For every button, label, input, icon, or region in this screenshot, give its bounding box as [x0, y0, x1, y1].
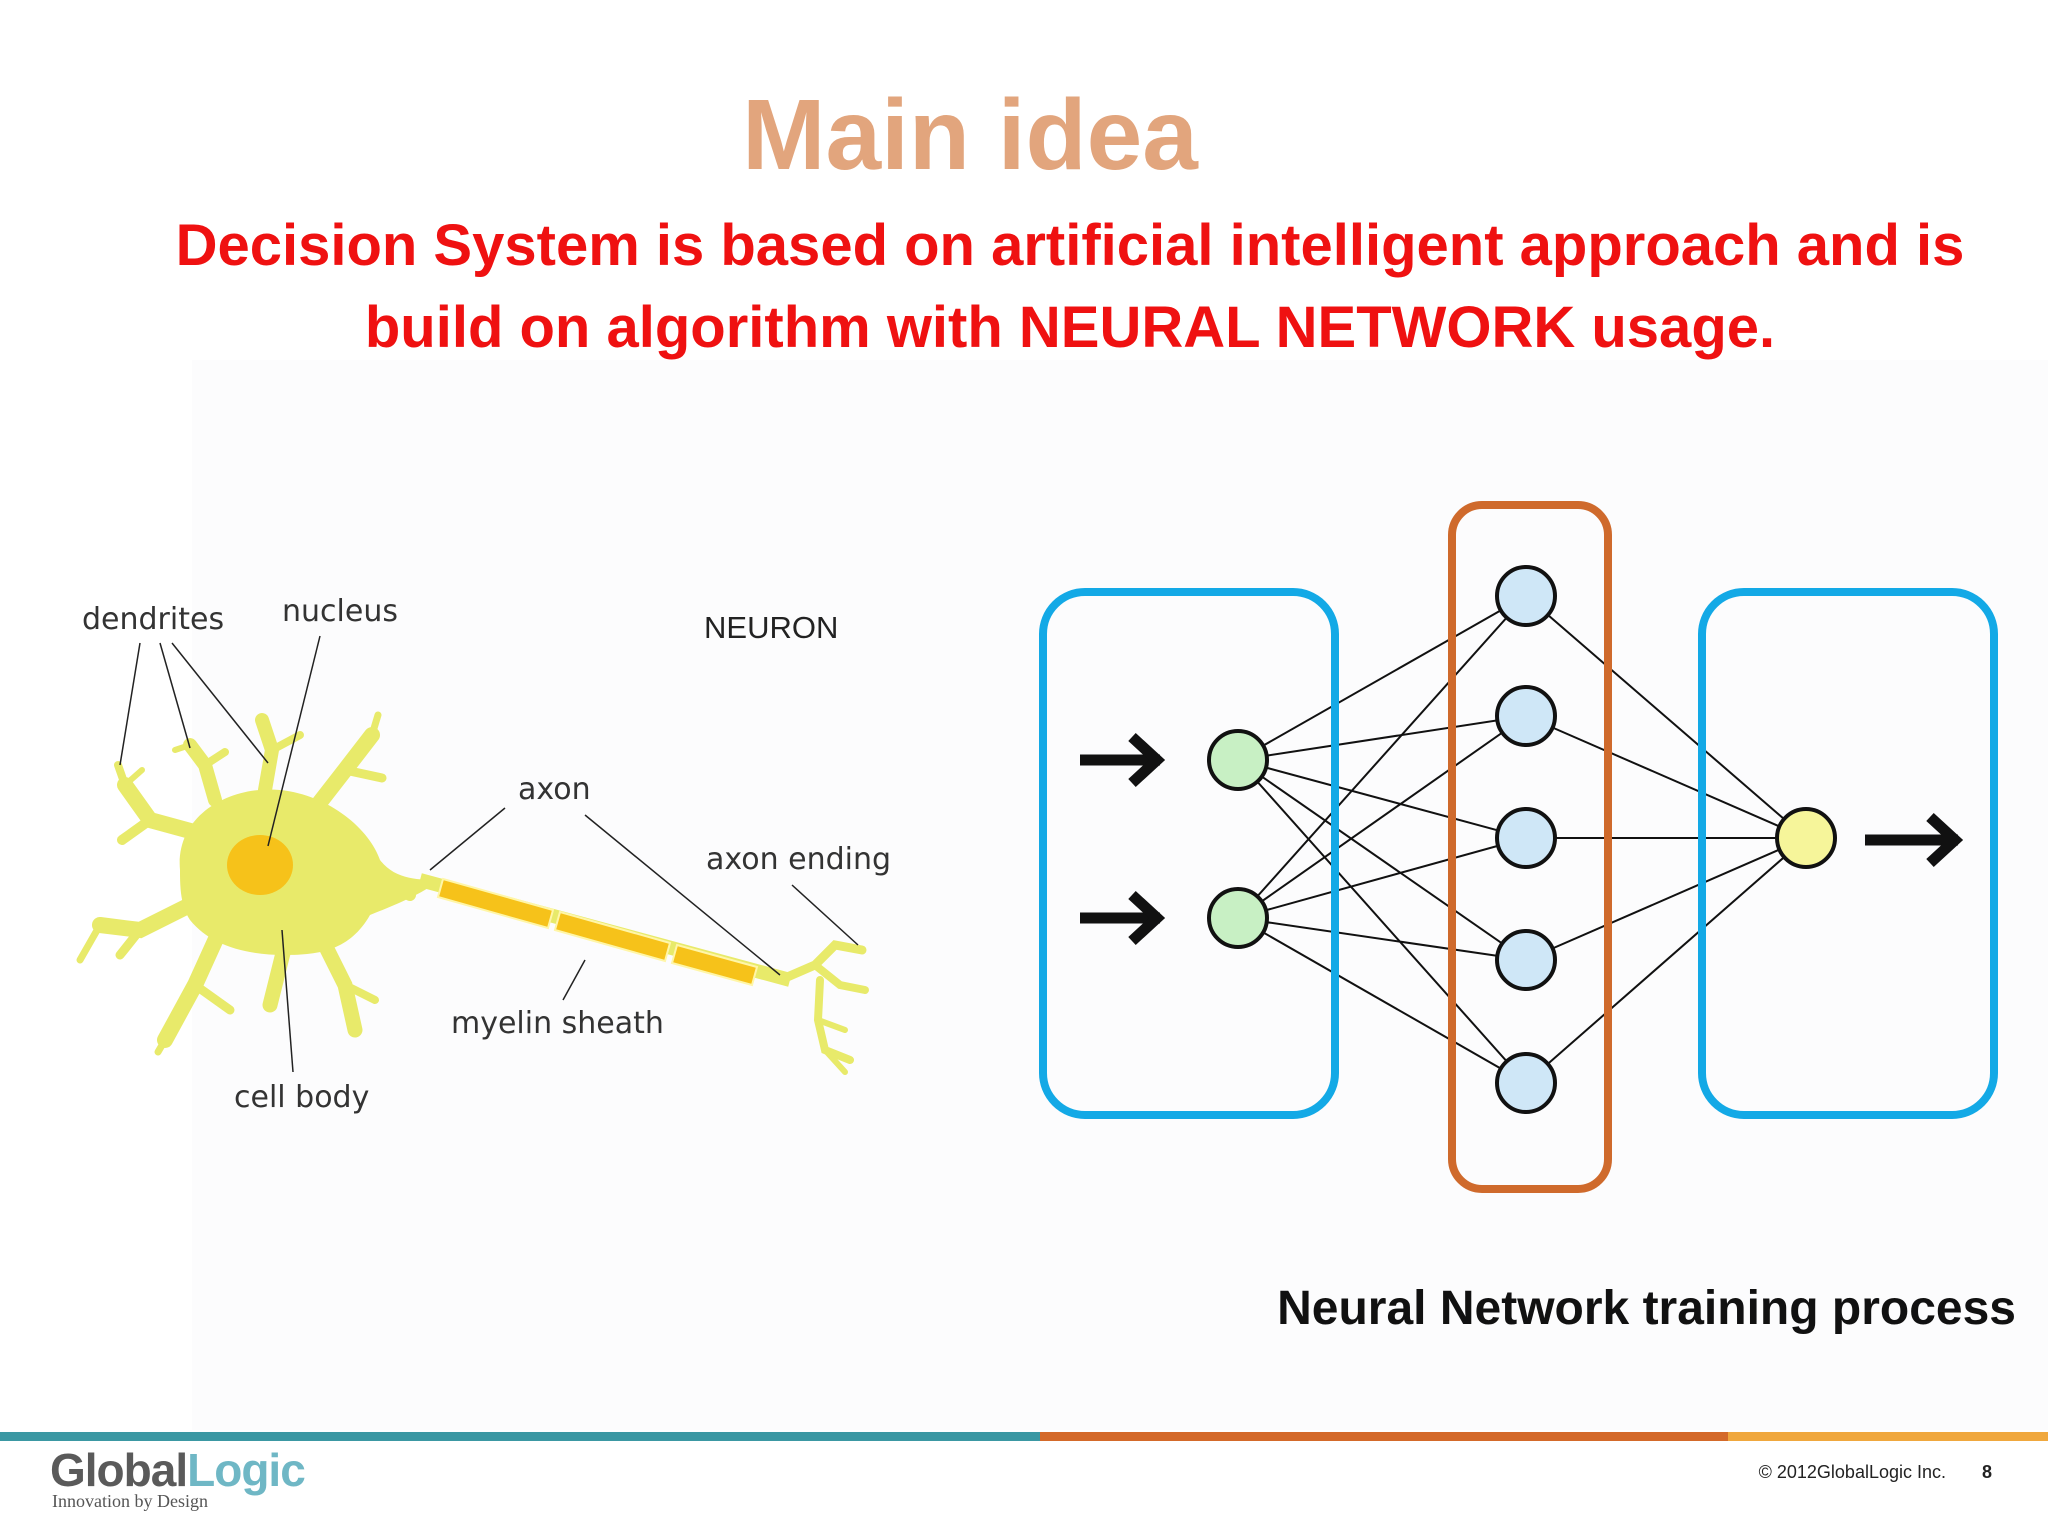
hidden-node	[1495, 685, 1557, 747]
globallogic-logo: GlobalLogic Innovation by Design	[50, 1442, 310, 1532]
hidden-node	[1495, 929, 1557, 991]
neuron-dendrites	[76, 711, 416, 1056]
label-cell-body: cell body	[234, 1080, 370, 1115]
copyright-text: © 2012GlobalLogic Inc.	[1758, 1462, 1946, 1482]
neuron-illustration	[76, 635, 869, 1075]
hidden-layer-box	[1448, 501, 1612, 1193]
input-arrow-icon	[1080, 890, 1166, 946]
neuron-nucleus	[227, 835, 293, 895]
neuron-myelin-sheath	[436, 877, 759, 987]
hidden-node	[1495, 1052, 1557, 1114]
neuron-axon-ending	[780, 940, 869, 1075]
logo-tagline: Innovation by Design	[52, 1491, 208, 1511]
label-dendrites: dendrites	[82, 602, 225, 637]
hidden-node	[1495, 807, 1557, 869]
label-myelin-sheath: myelin sheath	[451, 1006, 664, 1041]
logo-wordmark: GlobalLogic	[50, 1442, 306, 1498]
neuron-heading: NEURON	[704, 610, 839, 645]
network-connections	[1237, 595, 1807, 1084]
footer-bar-amber	[1728, 1432, 2048, 1441]
output-node	[1775, 807, 1837, 869]
footer-bar-teal	[0, 1432, 1040, 1441]
input-node	[1207, 729, 1269, 791]
label-axon-ending: axon ending	[706, 842, 892, 877]
logo-main-text: Global	[50, 1444, 188, 1496]
slide-subtitle: Decision System is based on artificial i…	[175, 213, 1965, 360]
output-layer-box	[1698, 588, 1998, 1119]
neural-network-diagram	[1039, 501, 1998, 1193]
neuron-cell-body	[179, 789, 441, 955]
footer-bar-orange	[1040, 1432, 1728, 1441]
page-number: 8	[1981, 1462, 1992, 1482]
output-arrow-icon	[1865, 812, 1964, 868]
logo-accent-text: Logic	[187, 1444, 306, 1496]
hidden-node	[1495, 565, 1557, 627]
input-layer-box	[1039, 588, 1339, 1119]
input-arrow-icon	[1080, 732, 1166, 788]
input-node	[1207, 887, 1269, 949]
slide-title: Main idea	[742, 79, 1198, 191]
neuron-leader-lines	[119, 635, 859, 1073]
label-axon: axon	[518, 772, 591, 807]
network-caption: Neural Network training process	[1277, 1282, 2016, 1335]
label-nucleus: nucleus	[282, 594, 398, 629]
